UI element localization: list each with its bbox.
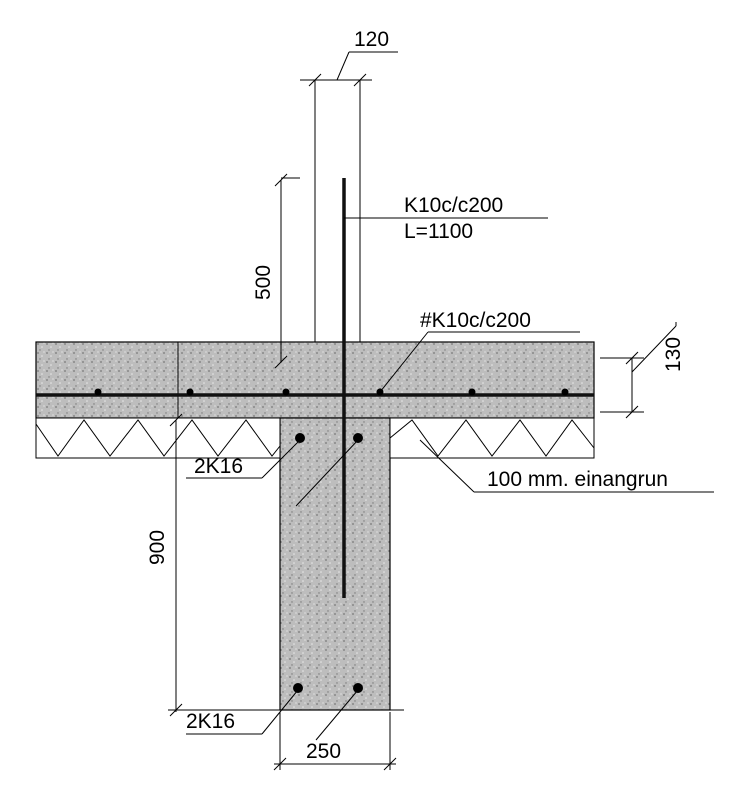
- dim-900-label: 900: [146, 530, 169, 565]
- dimension-500: [274, 173, 300, 369]
- beam-bottom-bars: [293, 683, 363, 693]
- dim-500-label: 500: [252, 265, 275, 300]
- beam-top-bars: [295, 433, 363, 443]
- bottom-bars-leader-2: [315, 689, 359, 741]
- insulation-layer: [35, 417, 595, 459]
- slab-mesh-bar-dots: [94, 388, 569, 396]
- concrete-beam: [279, 417, 391, 711]
- starter-bar-label: K10c/c200: [404, 194, 503, 217]
- dimension-120: [300, 51, 398, 87]
- bottom-bars-label: 2K16: [186, 710, 235, 733]
- slab-mesh-label: #K10c/c200: [420, 309, 531, 332]
- top-bars-leader-2: [295, 439, 359, 507]
- concrete-slab: [35, 341, 595, 419]
- starter-length-label: L=1100: [404, 220, 473, 243]
- top-bars-leader-1: [261, 439, 301, 479]
- insulation-leader: [419, 439, 475, 493]
- slab-mesh-leader: [379, 331, 429, 393]
- insulation-label: 100 mm. einangrun: [487, 468, 668, 491]
- top-bars-label: 2K16: [194, 455, 243, 478]
- dim-130-label: 130: [662, 337, 685, 372]
- dim-120-label: 120: [354, 28, 389, 51]
- dimension-250: [273, 712, 397, 771]
- dim-250-label: 250: [306, 740, 341, 763]
- dimension-900: [169, 413, 183, 717]
- dimension-130: [600, 322, 677, 419]
